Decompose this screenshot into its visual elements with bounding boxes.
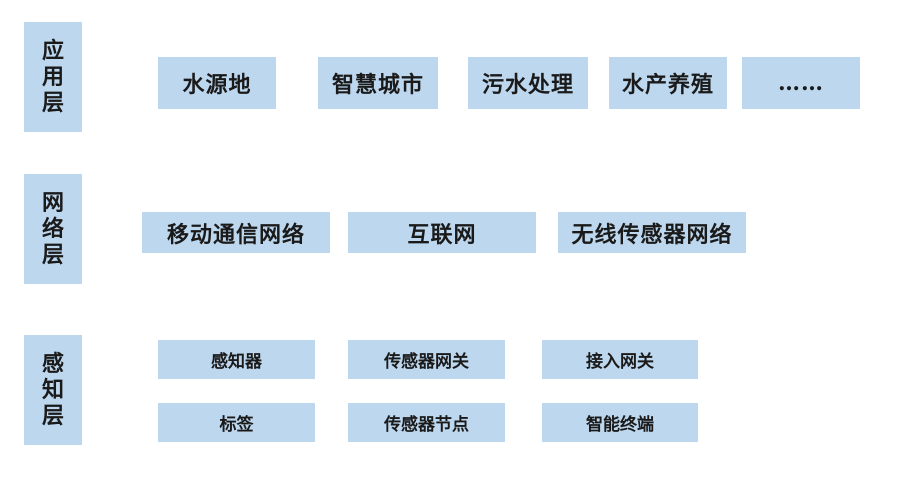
perc-item-sensor-node: 传感器节点 (348, 403, 505, 442)
perc-item-smart-terminal: 智能终端 (542, 403, 698, 442)
network-layer-char-1: 网 (41, 190, 64, 216)
perception-layer-char-1: 感 (41, 351, 64, 377)
app-item-sewage-treatment: 污水处理 (468, 57, 588, 109)
network-layer-char-3: 层 (41, 242, 64, 268)
network-layer-label: 网 络 层 (24, 174, 82, 284)
perc-item-sensor-gateway: 传感器网关 (348, 340, 505, 379)
app-item-water-source: 水源地 (158, 57, 276, 109)
app-item-aquaculture: 水产养殖 (609, 57, 727, 109)
app-item-smart-city: 智慧城市 (318, 57, 438, 109)
net-item-internet: 互联网 (348, 212, 536, 253)
perception-layer-label: 感 知 层 (24, 335, 82, 445)
perc-item-sensor: 感知器 (158, 340, 315, 379)
net-item-mobile-communication: 移动通信网络 (142, 212, 330, 253)
application-layer-label: 应 用 层 (24, 22, 82, 132)
network-layer-char-2: 络 (41, 216, 64, 242)
perception-layer-char-2: 知 (41, 377, 64, 403)
perc-item-access-gateway: 接入网关 (542, 340, 698, 379)
application-layer-char-1: 应 (41, 38, 64, 64)
application-layer-char-2: 用 (41, 64, 64, 90)
app-item-more: …… (742, 57, 860, 109)
net-item-wireless-sensor-network: 无线传感器网络 (558, 212, 746, 253)
application-layer-char-3: 层 (41, 90, 64, 116)
perception-layer-char-3: 层 (41, 403, 64, 429)
perc-item-tag: 标签 (158, 403, 315, 442)
